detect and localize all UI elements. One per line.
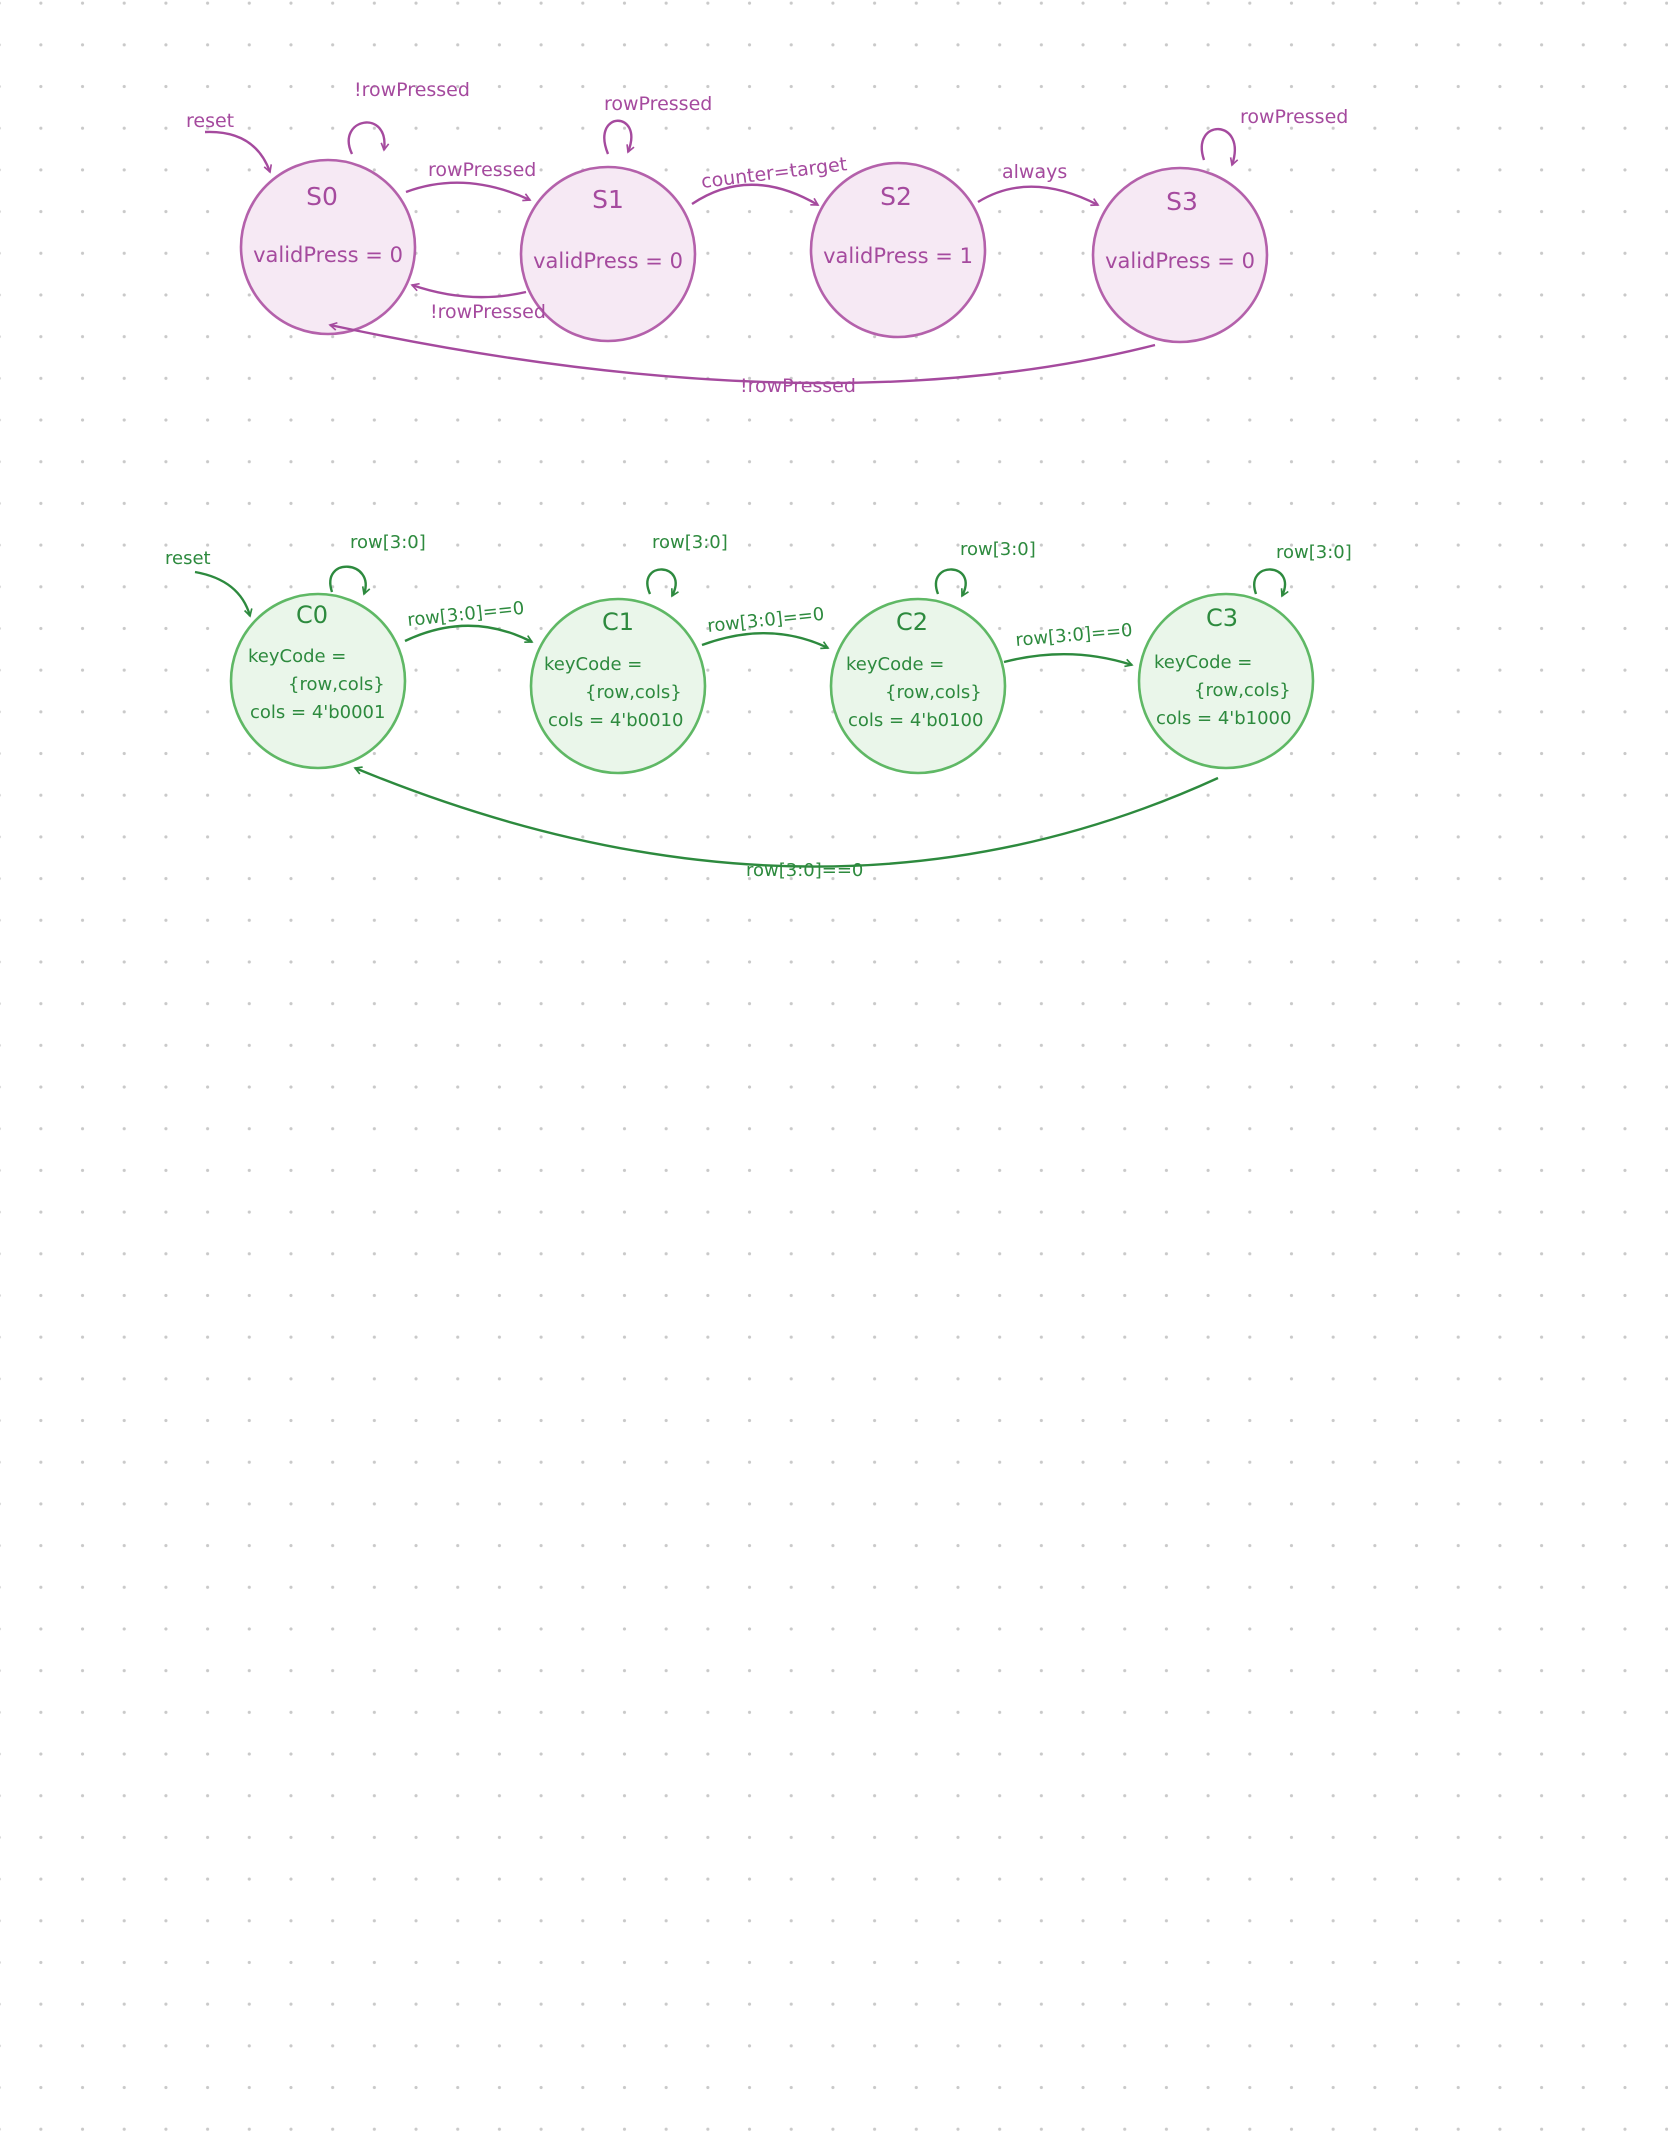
state-c0	[229, 592, 407, 770]
cols-value-c1: cols = 4'b0010	[548, 710, 683, 731]
transition-s1-s2	[691, 183, 818, 207]
transition-c0-c1	[404, 624, 532, 644]
keycode-value-c3: {row,cols}	[1194, 680, 1291, 701]
keycode-label-c1: keyCode =	[544, 654, 642, 675]
reset-arrow	[204, 130, 270, 172]
transition-label-s3-s0: !rowPressed	[740, 375, 856, 397]
self-loop-label-c0: row[3:0]	[350, 532, 426, 553]
state-name-c1: C1	[602, 608, 634, 636]
transition-c3-c0	[355, 768, 1219, 868]
self-loop-label-s3: rowPressed	[1240, 106, 1348, 128]
transition-label-c1-c2: row[3:0]==0	[706, 604, 825, 637]
state-name-s1: S1	[592, 185, 624, 214]
state-name-s0: S0	[306, 182, 338, 211]
self-loop-label-s0: !rowPressed	[354, 79, 470, 101]
self-loop-label-c2: row[3:0]	[960, 539, 1036, 560]
state-name-c2: C2	[896, 608, 928, 636]
state-output-s0: validPress = 0	[253, 243, 403, 267]
keycode-value-c2: {row,cols}	[885, 682, 982, 703]
self-loop-s3	[1200, 127, 1235, 165]
state-name-s2: S2	[880, 182, 912, 211]
transition-c1-c2	[701, 632, 828, 648]
state-output-s2: validPress = 1	[823, 244, 973, 268]
reset-label: reset	[165, 548, 211, 569]
cols-value-c0: cols = 4'b0001	[250, 702, 385, 723]
keycode-value-c0: {row,cols}	[288, 674, 385, 695]
state-s0	[239, 158, 417, 336]
state-name-c0: C0	[296, 601, 328, 629]
scan-fsm: reset C0 keyCode = {row,cols} cols = 4'b…	[165, 532, 1352, 881]
transition-s1-s0	[412, 285, 527, 299]
state-s3	[1091, 166, 1269, 344]
self-loop-label-c3: row[3:0]	[1276, 542, 1352, 563]
cols-value-c2: cols = 4'b0100	[848, 710, 983, 731]
transition-s0-s1	[405, 181, 530, 200]
keycode-label-c0: keyCode =	[248, 646, 346, 667]
transition-s2-s3	[977, 185, 1098, 205]
transition-label-s1-s0: !rowPressed	[430, 301, 546, 323]
keycode-label-c3: keyCode =	[1154, 652, 1252, 673]
transition-c2-c3	[1003, 653, 1132, 665]
state-c3	[1137, 592, 1315, 770]
state-name-s3: S3	[1166, 187, 1198, 216]
self-loop-c2	[934, 568, 966, 596]
transition-label-s2-s3: always	[1002, 161, 1067, 183]
keycode-value-c1: {row,cols}	[585, 682, 682, 703]
state-s2	[809, 161, 987, 339]
state-output-s3: validPress = 0	[1105, 249, 1255, 273]
self-loop-s1	[603, 119, 631, 155]
self-loop-s0	[347, 121, 385, 155]
state-c2	[829, 597, 1007, 775]
self-loop-c3	[1253, 568, 1285, 596]
self-loop-c0	[329, 565, 365, 594]
state-output-s1: validPress = 0	[533, 249, 683, 273]
self-loop-label-c1: row[3:0]	[652, 532, 728, 553]
state-name-c3: C3	[1206, 604, 1238, 632]
state-s1	[519, 165, 697, 343]
reset-label: reset	[186, 110, 234, 132]
transition-s3-s0	[330, 325, 1156, 385]
self-loop-c1	[646, 568, 675, 596]
keycode-label-c2: keyCode =	[846, 654, 944, 675]
cols-value-c3: cols = 4'b1000	[1156, 708, 1291, 729]
transition-label-c2-c3: row[3:0]==0	[1015, 620, 1134, 651]
transition-label-s0-s1: rowPressed	[428, 159, 536, 181]
reset-arrow	[194, 570, 250, 616]
self-loop-label-s1: rowPressed	[604, 93, 712, 115]
debounce-fsm: reset S0 S1 S2 S3 validPress = 0 validPr…	[186, 79, 1348, 397]
state-c1	[529, 597, 707, 775]
transition-label-c3-c0: row[3:0]==0	[746, 860, 863, 881]
